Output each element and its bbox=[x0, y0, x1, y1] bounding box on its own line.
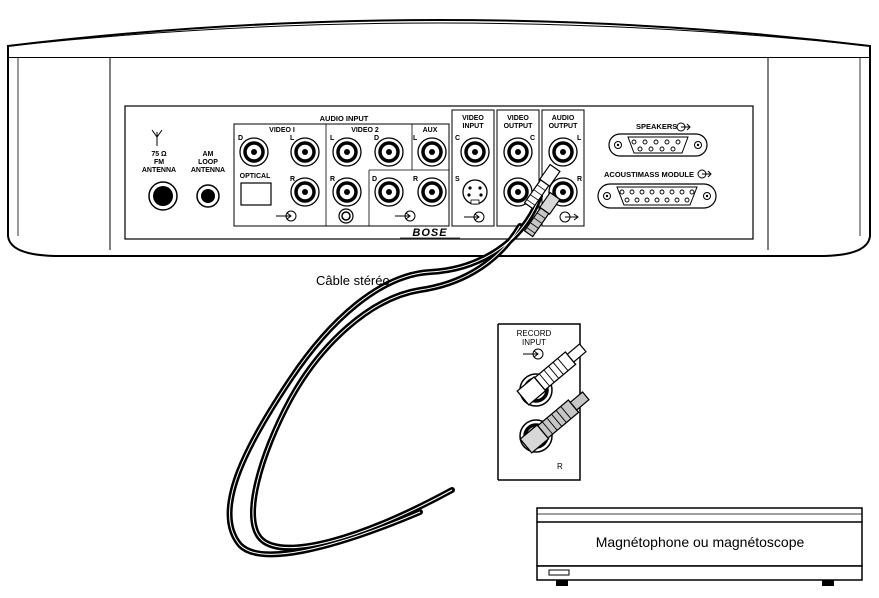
am-antenna-label-2: LOOP bbox=[198, 159, 218, 166]
brand-logo: BOSE bbox=[412, 227, 447, 239]
jack-letter-c1: C bbox=[455, 135, 460, 142]
fm-antenna-label-2: FM bbox=[154, 159, 164, 166]
am-antenna-label-3: ANTENNA bbox=[191, 167, 225, 174]
aux-d-jack[interactable] bbox=[374, 177, 404, 207]
video-output-label-2: OUTPUT bbox=[504, 123, 534, 130]
input-arrow-icon bbox=[276, 210, 297, 222]
record-input-label: RECORD bbox=[517, 329, 552, 338]
jack-letter-l3: L bbox=[413, 135, 418, 142]
fm-antenna-label-3: ANTENNA bbox=[142, 167, 176, 174]
video1-l-jack[interactable] bbox=[290, 137, 320, 167]
video1-label: VIDEO I bbox=[269, 127, 295, 134]
speakers-db9-connector[interactable] bbox=[608, 133, 708, 157]
speakers-label: SPEAKERS bbox=[636, 122, 677, 131]
video-input-c-jack[interactable] bbox=[460, 137, 490, 167]
video1-d-jack[interactable] bbox=[239, 137, 269, 167]
audio-input-label: AUDIO INPUT bbox=[320, 114, 369, 123]
aux-label: AUX bbox=[423, 127, 438, 134]
aux-l-jack[interactable] bbox=[417, 137, 447, 167]
plug-gray-recorder bbox=[519, 391, 590, 454]
video-output-jack-2[interactable] bbox=[503, 177, 533, 207]
cable-label: Câble stéréo bbox=[316, 273, 390, 288]
audio-output-l-jack[interactable] bbox=[548, 137, 578, 167]
acoustimass-module-label: ACOUSTIMASS MODULE bbox=[604, 170, 694, 179]
optical-label: OPTICAL bbox=[240, 173, 271, 180]
recorder-device-label: Magnétophone ou magnétoscope bbox=[596, 534, 805, 550]
video-input-label: VIDEO bbox=[462, 115, 484, 122]
jack-letter-l2: L bbox=[330, 135, 335, 142]
fm-antenna-label: 75 Ω bbox=[151, 151, 167, 158]
aux-r-jack[interactable] bbox=[417, 177, 447, 207]
optical-port[interactable] bbox=[240, 182, 272, 206]
am-antenna-label: AM bbox=[203, 151, 214, 158]
video2-d-jack[interactable] bbox=[374, 137, 404, 167]
recorder-device: Magnétophone ou magnétoscope bbox=[536, 507, 863, 586]
jack-letter-r3: R bbox=[413, 176, 418, 183]
video2-label: VIDEO 2 bbox=[351, 127, 379, 134]
video-input-label-2: INPUT bbox=[463, 123, 485, 130]
am-antenna-jack[interactable] bbox=[196, 184, 220, 208]
jack-letter-s: S bbox=[455, 176, 460, 183]
plug-white-recorder bbox=[516, 343, 587, 406]
stereo-cable bbox=[226, 193, 543, 558]
input-arrow-icon bbox=[523, 348, 544, 360]
jack-letter-d1: D bbox=[238, 135, 243, 142]
output-arrow-icon bbox=[676, 122, 691, 132]
record-input-label-2: INPUT bbox=[522, 338, 546, 347]
jack-letter-l4: L bbox=[577, 135, 582, 142]
output-arrow-icon bbox=[559, 211, 579, 223]
jack-letter-l1: L bbox=[290, 135, 295, 142]
video2-r-jack[interactable] bbox=[332, 177, 362, 207]
receiver-unit: 75 Ω FM ANTENNA AM LOOP ANTENNA AUDIO IN… bbox=[7, 19, 871, 257]
s-video-jack[interactable] bbox=[462, 179, 488, 205]
jack-letter-d3: D bbox=[372, 176, 377, 183]
jack-letter-r4: R bbox=[577, 176, 582, 183]
input-arrow-icon bbox=[395, 210, 416, 222]
input-arrow-icon bbox=[464, 211, 485, 223]
coaxial-digital-jack[interactable] bbox=[338, 208, 354, 224]
plug-gray-receiver bbox=[523, 191, 561, 238]
jack-letter-r2: R bbox=[330, 176, 335, 183]
plug-white-receiver bbox=[523, 163, 561, 210]
fm-antenna-jack[interactable] bbox=[148, 181, 178, 211]
video2-l-jack[interactable] bbox=[332, 137, 362, 167]
video-output-c-jack[interactable] bbox=[503, 137, 533, 167]
jack-letter-d2: D bbox=[374, 135, 379, 142]
output-arrow-icon bbox=[697, 169, 712, 179]
jack-letter-c2: C bbox=[530, 135, 535, 142]
video-output-label: VIDEO bbox=[507, 115, 529, 122]
audio-output-label: AUDIO bbox=[552, 115, 575, 122]
audio-output-label-2: OUTPUT bbox=[549, 123, 579, 130]
acoustimass-db15-connector[interactable] bbox=[597, 183, 717, 209]
jack-letter-r1: R bbox=[290, 176, 295, 183]
video1-r-jack[interactable] bbox=[290, 177, 320, 207]
right-channel-label: R bbox=[557, 462, 563, 471]
antenna-symbol-icon bbox=[151, 129, 163, 146]
